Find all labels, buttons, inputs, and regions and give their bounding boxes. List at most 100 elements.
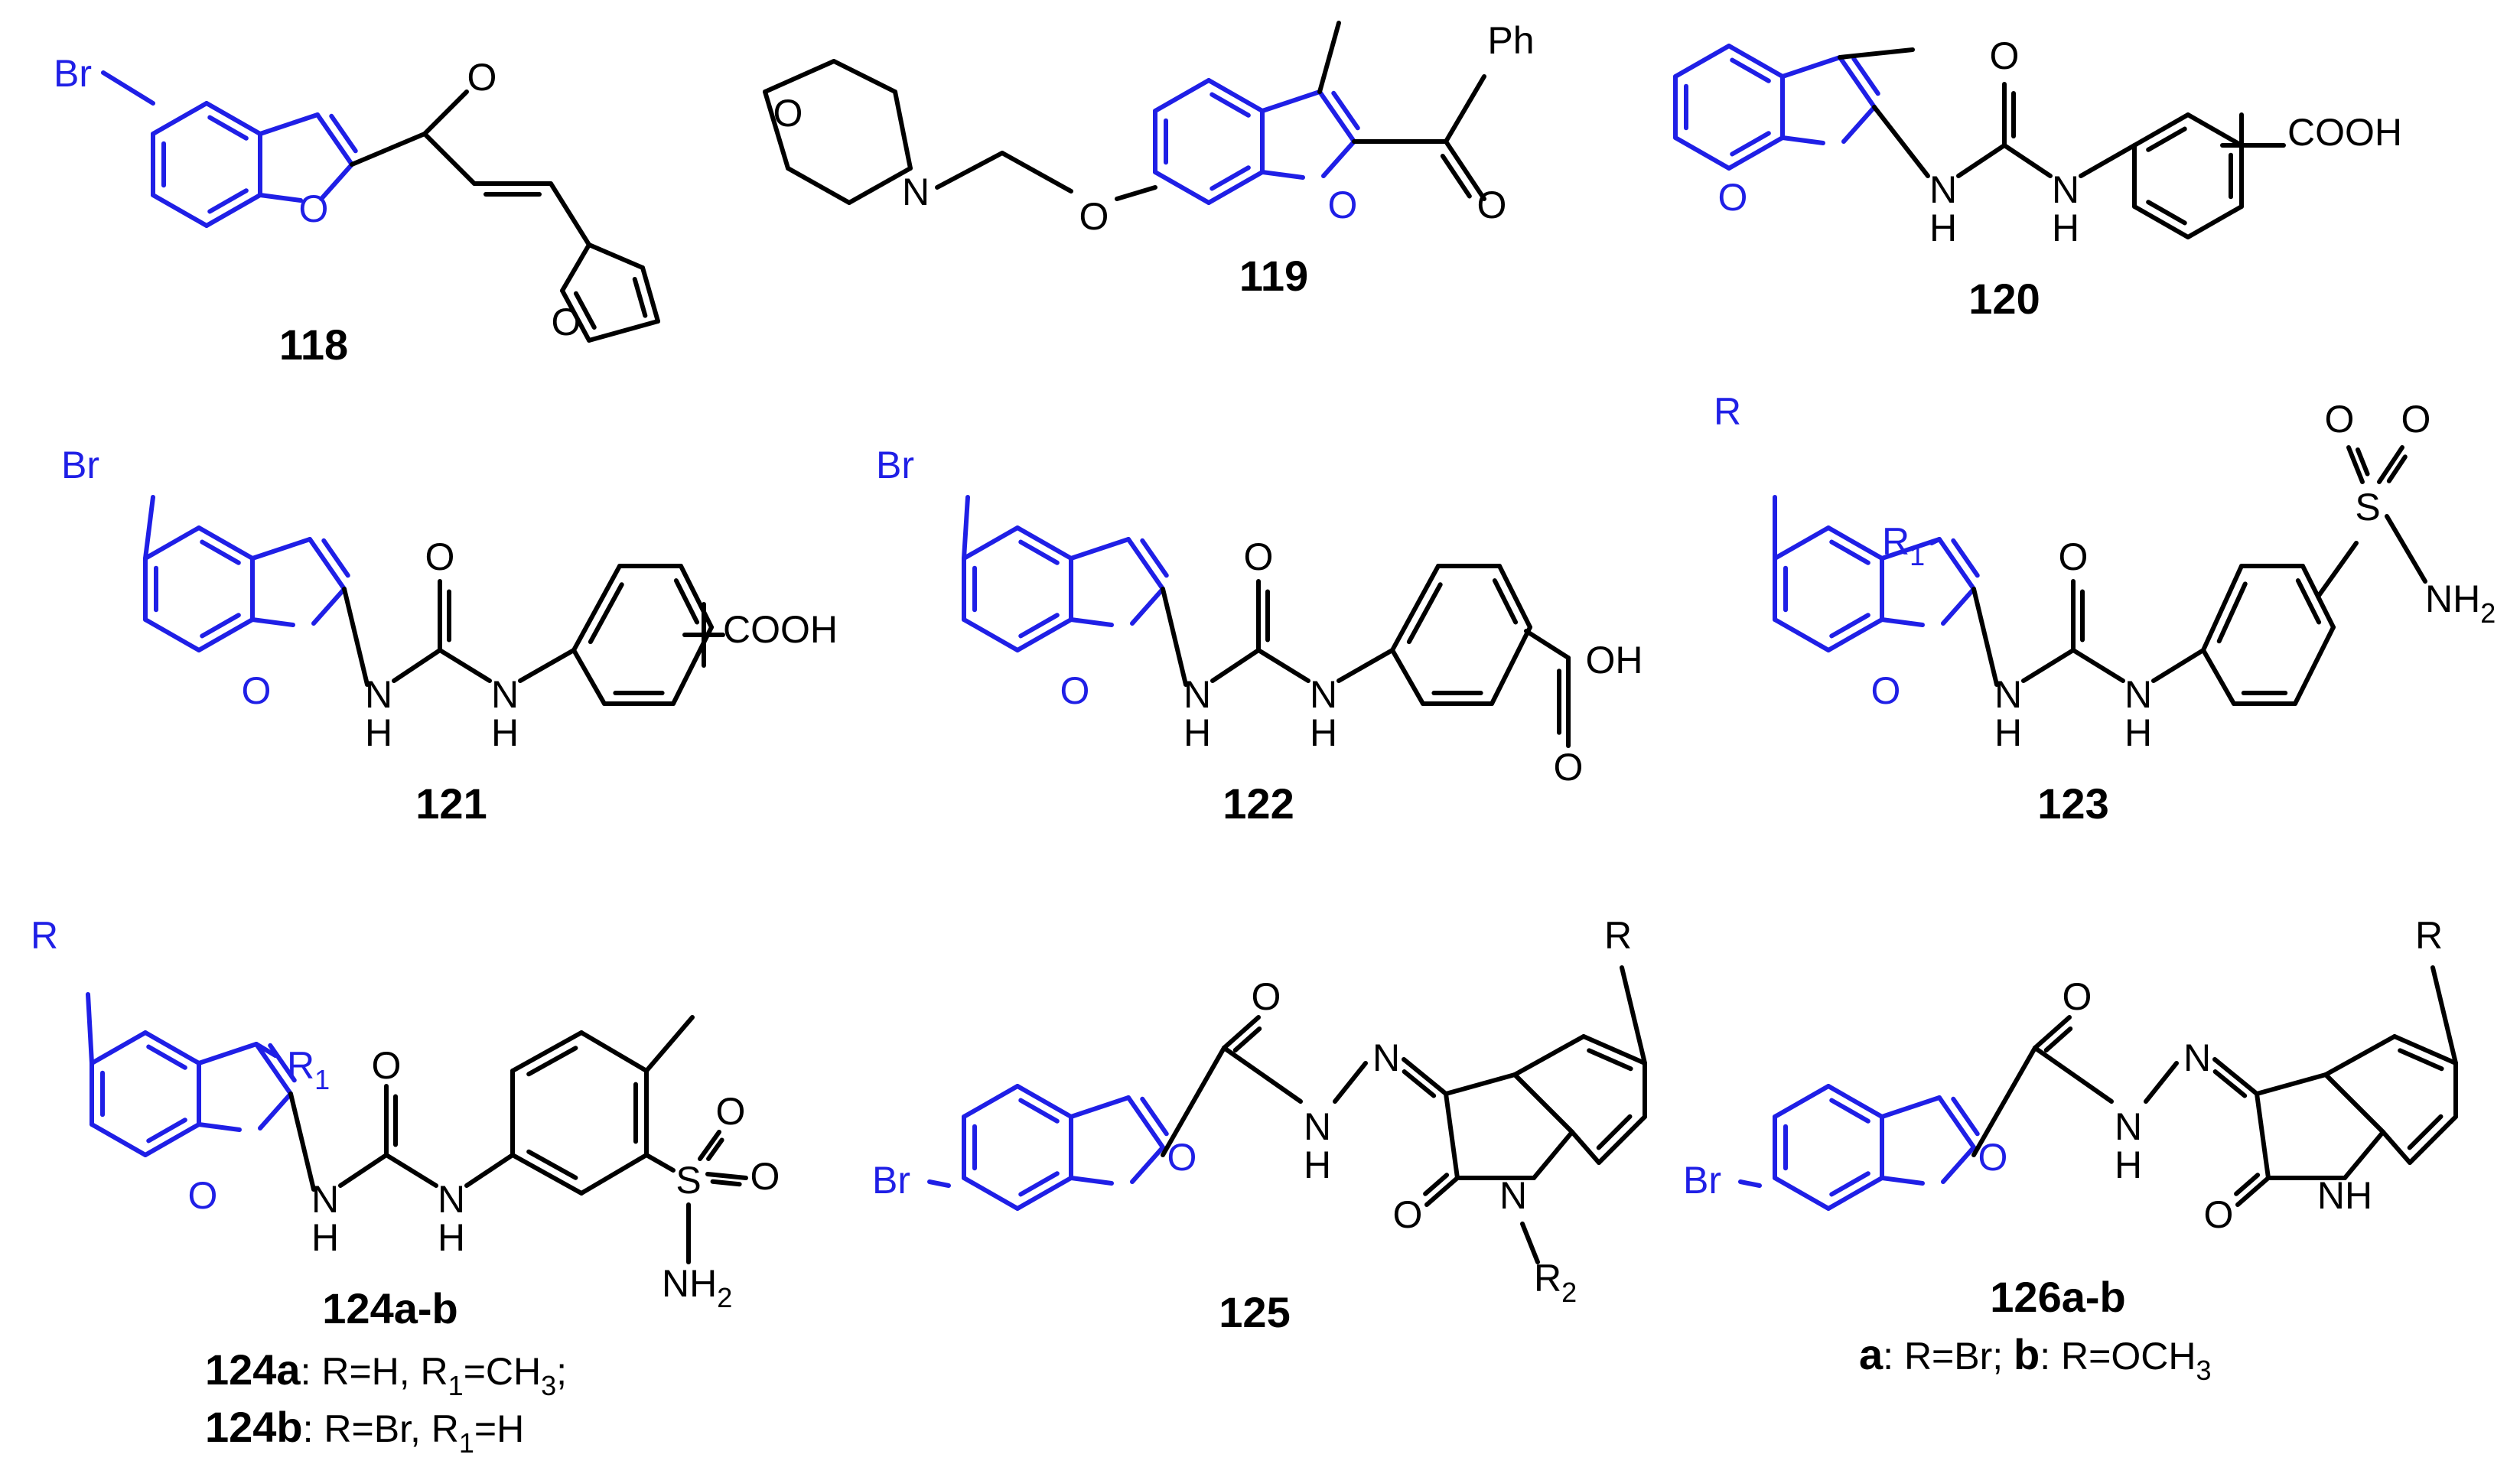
r-substituent-126: R (2415, 914, 2443, 957)
double-bond (2234, 1173, 2261, 1196)
note-124b: 124b: R=Br, R1=H (205, 1403, 524, 1459)
bond (1956, 143, 2007, 178)
compound-label-125: 125 (1219, 1288, 1290, 1336)
ring-bond (1015, 617, 1073, 652)
bond (1941, 1145, 1976, 1184)
compound-label-123: 123 (2037, 779, 2108, 828)
nh-124: NH (662, 1262, 717, 1305)
bond (319, 162, 354, 201)
double-bond (1951, 538, 1980, 578)
bond (549, 181, 591, 247)
double-bond (1140, 538, 1169, 578)
ring-bond (2381, 1130, 2412, 1165)
ring-bond (1015, 525, 1073, 561)
ring-bond (2343, 1130, 2385, 1180)
urea-nitrogen-2-124: N (438, 1178, 465, 1221)
urea-hydrogen-2-121: H (491, 711, 519, 754)
double-bond (2386, 454, 2408, 483)
note-124b-text: : R=Br, R (303, 1407, 459, 1450)
ring-bond (962, 1176, 1020, 1211)
bond (338, 1153, 389, 1188)
note-126-b: b (2014, 1330, 2040, 1378)
ring-bond (197, 525, 255, 561)
ring-double-bond (1406, 582, 1443, 645)
r1-subscript-123: 1 (1910, 540, 1925, 571)
morpholine-oxygen-119: O (773, 92, 803, 135)
urea-hydrogen-1-121: H (365, 711, 392, 754)
ring-bond (1532, 1130, 1574, 1180)
bond (1126, 537, 1165, 591)
bond (250, 537, 312, 561)
compound-label-124: 124a-b (322, 1284, 457, 1332)
bond (2071, 648, 2125, 683)
ring-bond (1206, 78, 1265, 113)
bond (1317, 89, 1356, 144)
bond (1069, 617, 1114, 627)
furan-oxygen-122: O (1060, 669, 1090, 712)
note-124b-label: 124b (205, 1403, 303, 1451)
ring-bond (1727, 44, 1785, 79)
ring-bond (143, 1030, 201, 1065)
bond (1971, 587, 1999, 687)
bond (384, 1153, 438, 1188)
bond (1402, 1057, 1448, 1096)
bond (1069, 1176, 1114, 1186)
note-124a-end: ; (556, 1350, 567, 1393)
bond (698, 1130, 721, 1161)
ring-bond (2201, 564, 2244, 652)
r-substituent-123: R (1714, 390, 1741, 433)
ring-bond (1570, 1130, 1601, 1165)
double-bond (1232, 1026, 1262, 1052)
ring-bond (1015, 1084, 1073, 1119)
bond (1880, 617, 1925, 627)
r1-letter-123: R (1882, 520, 1910, 563)
compound-label-120: 120 (1968, 275, 2040, 323)
bond (1937, 1095, 1976, 1150)
ring-bond (197, 617, 255, 652)
bromo-atom-118: Br (54, 52, 92, 95)
ring-bond (1497, 564, 1532, 630)
bond (143, 495, 155, 561)
bond (644, 1015, 695, 1073)
bond (705, 1172, 748, 1180)
bond (1130, 587, 1165, 626)
bromo-atom-126: Br (1683, 1159, 1721, 1202)
bond (1872, 105, 1930, 178)
double-bond (1951, 1096, 1980, 1137)
bond (1222, 1046, 1303, 1104)
furan-oxygen-120: O (1718, 176, 1748, 219)
ring-bond (151, 101, 209, 136)
ring-double-bond (1730, 57, 1771, 83)
ring-bond (510, 1030, 584, 1073)
hydrazide-hydrogen-125: H (1304, 1144, 1331, 1186)
r-substituent-124: R (31, 914, 58, 957)
ring-bond (1773, 617, 1831, 652)
furan-oxygen-121: O (242, 669, 272, 712)
ring-bond (1727, 135, 1785, 171)
lactam-nh-126: NH (2317, 1174, 2372, 1217)
bond (1115, 185, 1157, 201)
bond (1317, 21, 1341, 94)
bond (315, 112, 354, 167)
sulfonamide-124: NH2 (662, 1262, 732, 1313)
ring-bond (1390, 648, 1425, 706)
ring-bond (587, 319, 660, 343)
ring-bond (962, 1084, 1020, 1119)
note-126-a-text: : R=Br; (1883, 1335, 2014, 1378)
bond (2316, 541, 2359, 599)
ring-bond (1015, 1176, 1073, 1211)
ring-double-bond (1018, 1171, 1060, 1197)
ring-bond (204, 101, 262, 136)
bond (1333, 1061, 1368, 1104)
double-bond (2355, 447, 2370, 477)
bond (308, 537, 347, 591)
bond (2346, 445, 2365, 484)
ring-double-bond (1829, 539, 1870, 565)
ring-bond (763, 59, 836, 94)
double-bond (268, 1043, 297, 1083)
ring-bond (2132, 112, 2190, 148)
note-124b-sub: 1 (459, 1427, 474, 1459)
urea-nitrogen-1-121: N (365, 673, 392, 716)
ring-bond (560, 242, 591, 293)
